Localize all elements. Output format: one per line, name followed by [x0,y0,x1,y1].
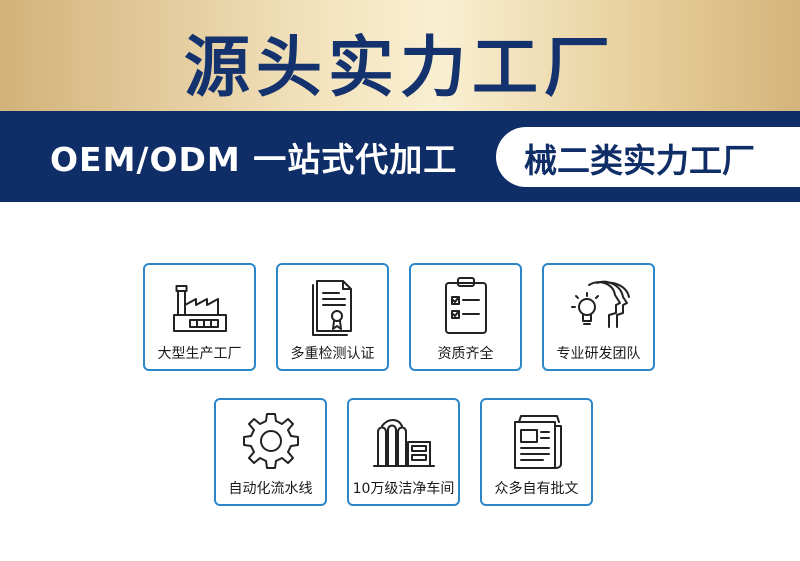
feature-card-rd-team: 专业研发团队 [542,263,655,371]
document-icon [514,415,562,469]
pill-text: 械二类实力工厂 [524,141,755,180]
feature-label: 多重检测认证 [290,346,375,362]
feature-label: 众多自有批文 [494,481,579,497]
feature-label: 大型生产工厂 [157,346,242,362]
feature-card-automation: 自动化流水线 [214,398,327,506]
feature-card-qualification: 资质齐全 [409,263,522,371]
band-text: OEM/ODM 一站式代加工 [50,140,458,179]
feature-card-certificate: 多重检测认证 [276,263,389,371]
cleanroom-icon [373,419,435,467]
gear-icon [243,413,299,469]
clipboard-checklist-icon [445,277,487,334]
feature-label: 10万级洁净车间 [352,481,455,497]
team-idea-icon [571,280,630,328]
feature-card-factory: 大型生产工厂 [143,263,256,371]
feature-card-cleanroom: 10万级洁净车间 [347,398,460,506]
feature-label: 专业研发团队 [556,346,641,362]
main-title: 源头实力工厂 [184,29,616,106]
feature-label: 资质齐全 [437,346,494,362]
factory-icon [173,285,227,332]
feature-label: 自动化流水线 [228,481,313,497]
feature-card-approvals: 众多自有批文 [480,398,593,506]
top-banner [0,0,800,111]
certificate-icon [312,280,352,336]
pill-badge [496,127,800,187]
